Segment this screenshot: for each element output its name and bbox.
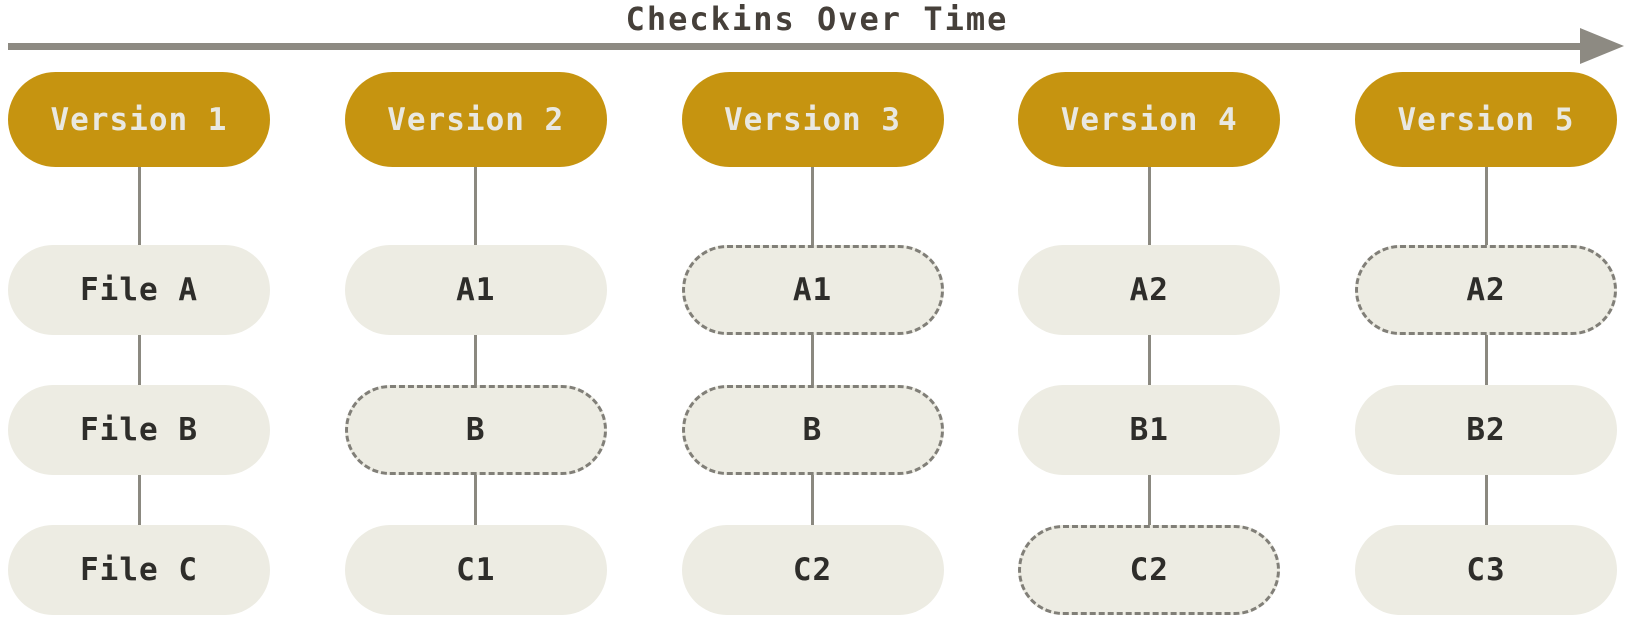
version-pill: Version 4 (1018, 72, 1281, 167)
version-pill: Version 1 (8, 72, 270, 167)
file-box: C3 (1355, 525, 1617, 615)
connector-line (474, 167, 478, 245)
connector-line (1484, 167, 1488, 245)
connector-line (1147, 475, 1151, 525)
connector-line (811, 335, 814, 385)
file-box: A2 (1355, 245, 1617, 335)
file-box: C2 (1018, 525, 1281, 615)
connector-line (474, 475, 478, 525)
file-box: B2 (1355, 385, 1617, 475)
file-box: A1 (344, 245, 607, 335)
diagram-title: Checkins Over Time (625, 0, 1009, 38)
connector-line (137, 335, 141, 385)
file-box: B (344, 385, 607, 475)
file-box: C2 (681, 525, 944, 615)
file-box: A1 (681, 245, 944, 335)
version-pill: Version 5 (1355, 72, 1617, 167)
connector-line (1147, 335, 1151, 385)
file-box: File A (8, 245, 270, 335)
file-box: C1 (344, 525, 607, 615)
connector-line (811, 167, 814, 245)
connector-line (1484, 335, 1488, 385)
connector-line (811, 475, 814, 525)
connector-line (137, 475, 141, 525)
file-box: B1 (1018, 385, 1281, 475)
version-column: Version 1 File A File B File C (8, 72, 270, 615)
file-box: B (681, 385, 944, 475)
file-box: A2 (1018, 245, 1281, 335)
connector-line (137, 167, 141, 245)
connector-line (474, 335, 478, 385)
timeline-arrow-line (8, 43, 1582, 50)
connector-line (1147, 167, 1151, 245)
file-box: File C (8, 525, 270, 615)
timeline-arrow-head-icon (1580, 28, 1624, 64)
version-pill: Version 2 (344, 72, 607, 167)
file-box: File B (8, 385, 270, 475)
connector-line (1484, 475, 1488, 525)
version-pill: Version 3 (681, 72, 944, 167)
